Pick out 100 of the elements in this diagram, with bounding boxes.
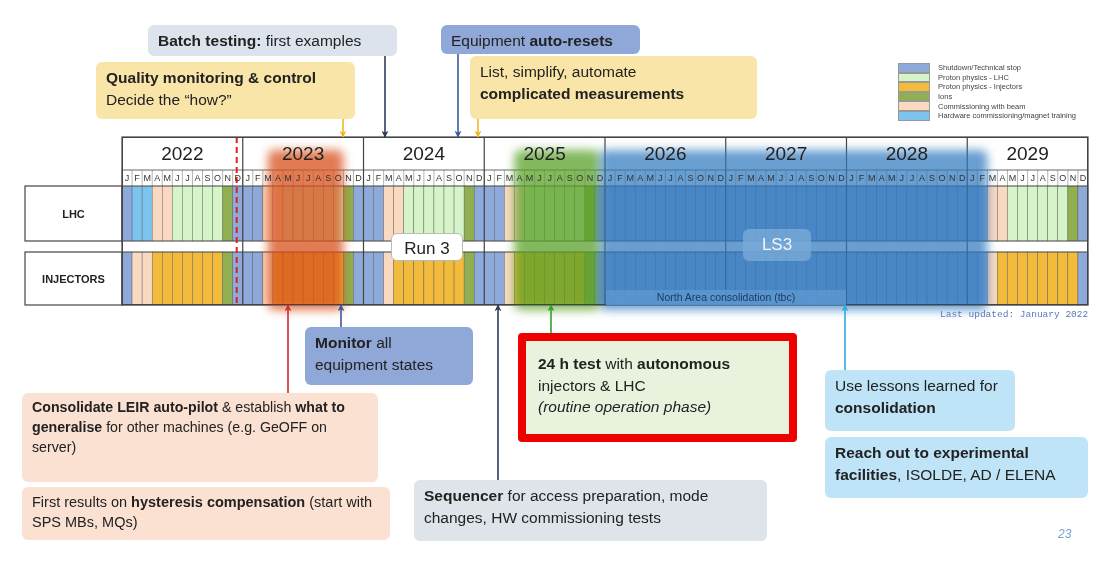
month-label: S (1048, 172, 1057, 185)
year-label: 2027 (764, 143, 809, 165)
month-label: J (536, 172, 543, 185)
month-label: A (1038, 172, 1047, 185)
month-label: F (737, 172, 745, 185)
month-label: A (917, 172, 926, 185)
month-label: M (263, 172, 273, 185)
month-label: A (394, 172, 403, 185)
month-label: O (937, 172, 947, 185)
month-label: D (1078, 172, 1088, 185)
note-box (22, 487, 390, 540)
month-label: M (504, 172, 515, 185)
month-label: O (1058, 172, 1068, 185)
arrow (339, 118, 347, 138)
month-label: O (696, 172, 706, 185)
month-label: S (203, 172, 212, 185)
month-label: J (787, 172, 795, 185)
month-label: M (162, 172, 173, 185)
month-label: S (928, 172, 937, 185)
month-label: A (676, 172, 685, 185)
month-label: M (746, 172, 756, 185)
month-label: A (153, 172, 162, 185)
month-label: M (1007, 172, 1018, 185)
month-label: M (404, 172, 414, 185)
month-label: N (1068, 172, 1078, 185)
month-label: J (1029, 172, 1036, 185)
note-text: Monitor all equipment states (315, 333, 435, 375)
month-label: M (766, 172, 776, 185)
note-box (96, 62, 355, 119)
month-label: O (333, 172, 343, 185)
month-label: J (727, 172, 735, 185)
month-label: A (434, 172, 443, 185)
month-label: N (706, 172, 715, 185)
month-label: D (233, 172, 242, 185)
month-label: J (365, 172, 372, 185)
month-label: J (606, 172, 614, 185)
month-label: J (546, 172, 553, 185)
month-label: F (978, 172, 987, 185)
note-text: North Area consolidation (tbc) (655, 290, 797, 305)
month-label: J (174, 172, 181, 185)
month-label: A (515, 172, 524, 185)
month-label: A (756, 172, 765, 185)
month-label: J (657, 172, 664, 185)
month-label: M (866, 172, 877, 185)
arrow (381, 55, 389, 138)
month-label: J (184, 172, 191, 185)
month-label: A (998, 172, 1007, 185)
month-label: N (464, 172, 474, 185)
month-label: A (314, 172, 323, 185)
month-label: M (887, 172, 897, 185)
month-label: D (354, 172, 363, 185)
month-label: S (324, 172, 333, 185)
year-label: 2028 (884, 143, 929, 165)
month-label: J (969, 172, 976, 185)
month-label: F (616, 172, 624, 185)
month-label: M (383, 172, 394, 185)
note-text: Equipment auto-resets (451, 31, 614, 51)
note-text: Consolidate LEIR auto-pilot & establish what to generalise for other machines (e.g. GeOFF on server) (32, 398, 346, 457)
month-label: F (254, 172, 262, 185)
month-label: S (565, 172, 574, 185)
month-label: N (344, 172, 353, 185)
year-label: 2029 (1005, 143, 1050, 165)
month-label: A (636, 172, 645, 185)
note-text: Batch testing: first examples (158, 31, 363, 51)
note-text: (routine operation phase) (538, 397, 713, 418)
month-label: D (474, 172, 484, 185)
note-text: List, simplify, automate (480, 62, 638, 82)
year-label: 2024 (401, 143, 446, 165)
month-label: M (283, 172, 293, 185)
note-text: LS3 (760, 234, 794, 256)
month-label: J (898, 172, 906, 185)
month-label: J (777, 172, 785, 185)
note-box (518, 333, 797, 442)
month-label: N (585, 172, 595, 185)
arrow (284, 304, 292, 394)
month-label: O (454, 172, 464, 185)
month-label: O (575, 172, 585, 185)
month-label: J (425, 172, 433, 185)
note-text: First results on hysteresis compensation (start with SPS MBs, MQs) (32, 493, 374, 533)
month-label: F (133, 172, 141, 185)
arrow (474, 118, 482, 138)
month-label: S (686, 172, 695, 185)
month-label: A (193, 172, 202, 185)
month-label: D (595, 172, 605, 185)
row-label: LHC (61, 206, 86, 222)
year-label: 2026 (643, 143, 688, 165)
phase-label-box (391, 233, 463, 261)
month-label: O (816, 172, 826, 185)
note-box (148, 25, 397, 56)
month-label: J (1019, 172, 1026, 185)
month-label: J (486, 172, 493, 185)
note-box (825, 437, 1088, 498)
note-box (414, 480, 767, 541)
arrow (454, 53, 462, 138)
month-label: J (908, 172, 916, 185)
note-box (470, 56, 757, 119)
note-text: complicated measurements (480, 83, 686, 104)
month-label: M (142, 172, 152, 185)
note-text: Sequencer for access preparation, mode changes, HW commissioning tests (424, 486, 710, 528)
year-label: 2025 (522, 143, 567, 165)
